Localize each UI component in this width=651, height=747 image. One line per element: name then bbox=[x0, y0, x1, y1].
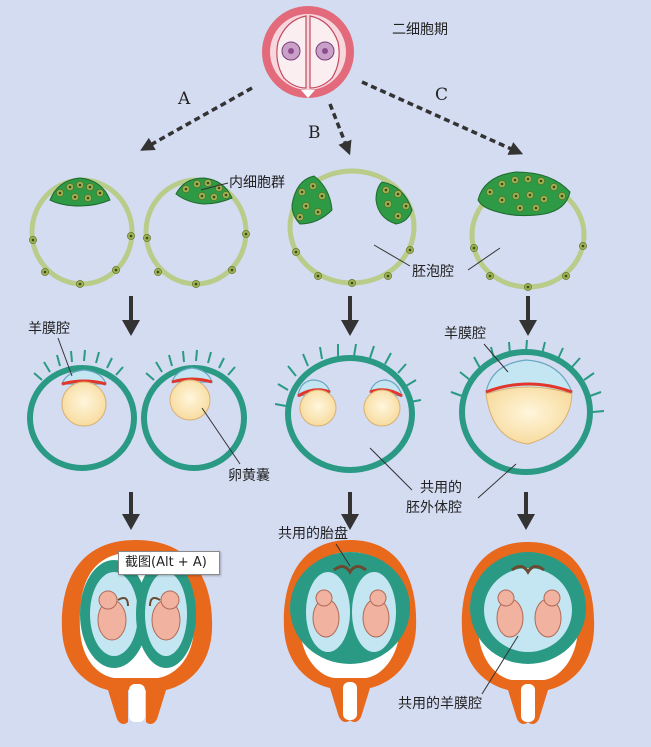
blastocyst-c bbox=[470, 172, 586, 291]
shared-exocoelom-label-line1: 共用的 bbox=[420, 480, 462, 496]
shared-placenta-label: 共用的胎盘 bbox=[278, 525, 348, 542]
amnion-label-right: 羊膜腔 bbox=[444, 326, 486, 342]
route-a-label: A bbox=[177, 89, 191, 109]
route-arrows bbox=[145, 82, 518, 152]
yolk-sac-label: 卵黄囊 bbox=[228, 467, 270, 484]
chorionic-sac-a-left bbox=[30, 350, 134, 468]
amnion-label-left: 羊膜腔 bbox=[28, 321, 70, 337]
route-b-label: B bbox=[308, 123, 321, 143]
blastocyst-a-right bbox=[143, 178, 249, 288]
shared-amnion-label: 共用的羊膜腔 bbox=[398, 696, 482, 712]
yolk-sac-leader bbox=[202, 408, 240, 464]
chorionic-sac-a-right bbox=[144, 350, 244, 468]
exocoelom-leader-c bbox=[478, 464, 516, 498]
blastocoel-label: 胚泡腔 bbox=[412, 264, 454, 280]
solid-arrows-lower bbox=[122, 492, 535, 530]
blastocyst-a-left bbox=[29, 178, 134, 288]
chorionic-sac-b bbox=[275, 344, 421, 470]
blastocyst-b bbox=[290, 171, 414, 287]
chorionic-sac-c bbox=[451, 340, 604, 472]
route-c-label: C bbox=[435, 85, 448, 105]
uterus-b bbox=[284, 540, 416, 722]
two-cell-embryo bbox=[262, 6, 354, 98]
shared-exocoelom-label-line2: 胚外体腔 bbox=[406, 500, 462, 516]
screenshot-tooltip: 截图(Alt + A) bbox=[118, 551, 220, 575]
two-cell-stage-label: 二细胞期 bbox=[392, 22, 448, 38]
inner-cell-mass-label: 内细胞群 bbox=[229, 175, 285, 191]
